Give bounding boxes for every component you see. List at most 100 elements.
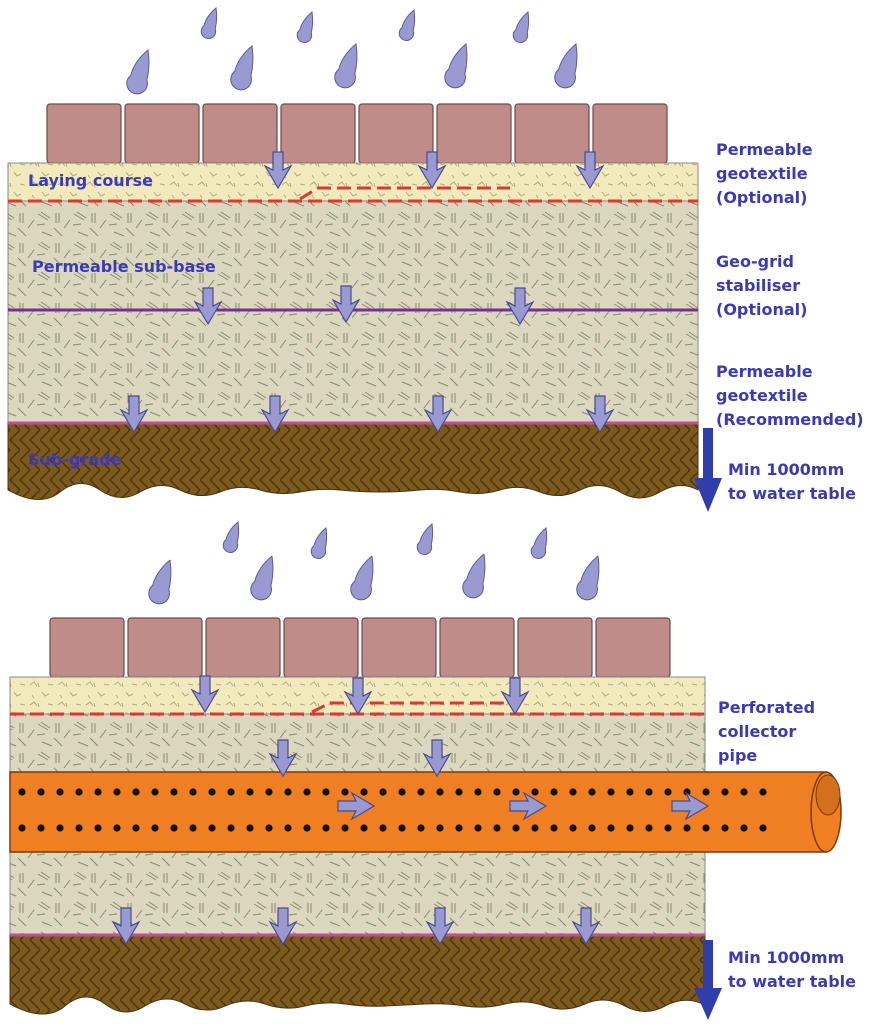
raindrop-icon bbox=[462, 553, 486, 599]
pipe-hole bbox=[531, 824, 539, 832]
pipe-hole bbox=[322, 788, 330, 796]
pipe-hole bbox=[170, 824, 178, 832]
raindrop-icon bbox=[554, 43, 578, 89]
pipe-hole bbox=[759, 788, 767, 796]
pipe-hole bbox=[645, 788, 653, 796]
top-water-table-line-2: to water table bbox=[728, 484, 856, 503]
down-flow-arrow-icon bbox=[425, 907, 455, 946]
pipe-hole bbox=[37, 824, 45, 832]
down-flow-arrow-icon bbox=[119, 395, 149, 434]
paver-block bbox=[514, 103, 590, 164]
pipe-hole bbox=[360, 788, 368, 796]
down-flow-arrow-icon bbox=[585, 395, 615, 434]
raindrop-icon bbox=[230, 45, 254, 91]
top-paver-row bbox=[46, 103, 668, 164]
pipe-hole bbox=[379, 788, 387, 796]
down-flow-arrow-icon bbox=[193, 287, 223, 326]
geotextile-recommended-label: Permeable geotextile (Recommended) bbox=[716, 360, 864, 432]
sub-base-label: Permeable sub-base bbox=[32, 257, 216, 276]
raindrop-icon bbox=[310, 527, 328, 559]
pipe-hole bbox=[170, 788, 178, 796]
down-flow-arrow-icon bbox=[423, 395, 453, 434]
geogrid-line-3: (Optional) bbox=[716, 300, 808, 319]
pipe-hole bbox=[398, 788, 406, 796]
down-flow-arrow-icon bbox=[422, 739, 452, 778]
pipe-flow-arrow-icon bbox=[337, 791, 376, 821]
pipe-hole bbox=[417, 824, 425, 832]
pipe-hole bbox=[702, 788, 710, 796]
top-water-table-line-1: Min 1000mm bbox=[728, 460, 845, 479]
paver-block bbox=[205, 617, 281, 678]
bottom-paver-row bbox=[49, 617, 671, 678]
pipe-hole bbox=[113, 824, 121, 832]
pipe-hole bbox=[208, 824, 216, 832]
geogrid-label: Geo-grid stabiliser (Optional) bbox=[716, 250, 807, 322]
pipe-hole bbox=[740, 824, 748, 832]
pipe-hole bbox=[303, 788, 311, 796]
pipe-hole bbox=[664, 824, 672, 832]
pipe-hole bbox=[759, 824, 767, 832]
pipe-hole bbox=[702, 824, 710, 832]
raindrop-icon bbox=[576, 555, 600, 601]
pipe-flow-arrow-icon bbox=[509, 791, 548, 821]
pipe-hole bbox=[303, 824, 311, 832]
sub-grade-label: Sub-grade bbox=[28, 450, 122, 469]
pipe-hole bbox=[284, 788, 292, 796]
raindrop-icon bbox=[334, 43, 358, 89]
raindrop-icon bbox=[200, 7, 218, 39]
raindrop-icon bbox=[148, 559, 172, 605]
pipe-hole bbox=[94, 824, 102, 832]
pipe-hole bbox=[132, 788, 140, 796]
perforated-collector-pipe bbox=[9, 771, 842, 853]
pipe-hole bbox=[740, 788, 748, 796]
pipe-hole bbox=[227, 788, 235, 796]
down-flow-arrow-icon bbox=[505, 287, 535, 326]
pipe-hole bbox=[189, 788, 197, 796]
down-flow-arrow-icon bbox=[260, 395, 290, 434]
paver-block bbox=[361, 617, 437, 678]
pipe-hole bbox=[132, 824, 140, 832]
paver-block bbox=[595, 617, 671, 678]
paver-block bbox=[283, 617, 359, 678]
bottom-water-table-line-1: Min 1000mm bbox=[728, 948, 845, 967]
pipe-hole bbox=[265, 788, 273, 796]
raindrop-icon bbox=[512, 11, 530, 43]
paver-block bbox=[124, 103, 200, 164]
paver-block bbox=[280, 103, 356, 164]
collector-pipe-label: Perforated collector pipe bbox=[718, 696, 815, 768]
raindrop-icon bbox=[296, 11, 314, 43]
paver-block bbox=[127, 617, 203, 678]
top-geotextile-optional-line bbox=[8, 186, 698, 203]
bottom-water-table-arrow bbox=[694, 940, 722, 1020]
pipe-hole bbox=[341, 824, 349, 832]
pipe-hole bbox=[455, 788, 463, 796]
paver-block bbox=[517, 617, 593, 678]
geotextile-recommended-line-2: geotextile bbox=[716, 386, 808, 405]
raindrop-icon bbox=[250, 555, 274, 601]
pipe-hole bbox=[683, 824, 691, 832]
geotextile-optional-line-1: Permeable bbox=[716, 140, 813, 159]
pipe-perforations bbox=[18, 788, 767, 832]
bottom-water-table-line-2: to water table bbox=[728, 972, 856, 991]
geotextile-optional-line-3: (Optional) bbox=[716, 188, 808, 207]
pipe-hole bbox=[322, 824, 330, 832]
pipe-hole bbox=[113, 788, 121, 796]
raindrop-icon bbox=[222, 521, 240, 553]
geotextile-optional-label: Permeable geotextile (Optional) bbox=[716, 138, 813, 210]
bottom-flow-arrows bbox=[111, 675, 710, 946]
pipe-hole bbox=[75, 788, 83, 796]
top-cross-section: Laying course Permeable sub-base Sub-gra… bbox=[7, 7, 722, 512]
raindrop-icon bbox=[398, 9, 416, 41]
paver-block bbox=[592, 103, 668, 164]
down-flow-arrow-icon bbox=[268, 739, 298, 778]
top-water-table-label: Min 1000mm to water table bbox=[728, 458, 856, 506]
raindrop-icon bbox=[416, 523, 434, 555]
pipe-hole bbox=[683, 788, 691, 796]
paver-block bbox=[439, 617, 515, 678]
pipe-hole bbox=[379, 824, 387, 832]
pipe-hole bbox=[56, 824, 64, 832]
bottom-water-table-label: Min 1000mm to water table bbox=[728, 946, 856, 994]
pipe-hole bbox=[398, 824, 406, 832]
collector-pipe-line-2: collector bbox=[718, 722, 797, 741]
pipe-hole bbox=[94, 788, 102, 796]
